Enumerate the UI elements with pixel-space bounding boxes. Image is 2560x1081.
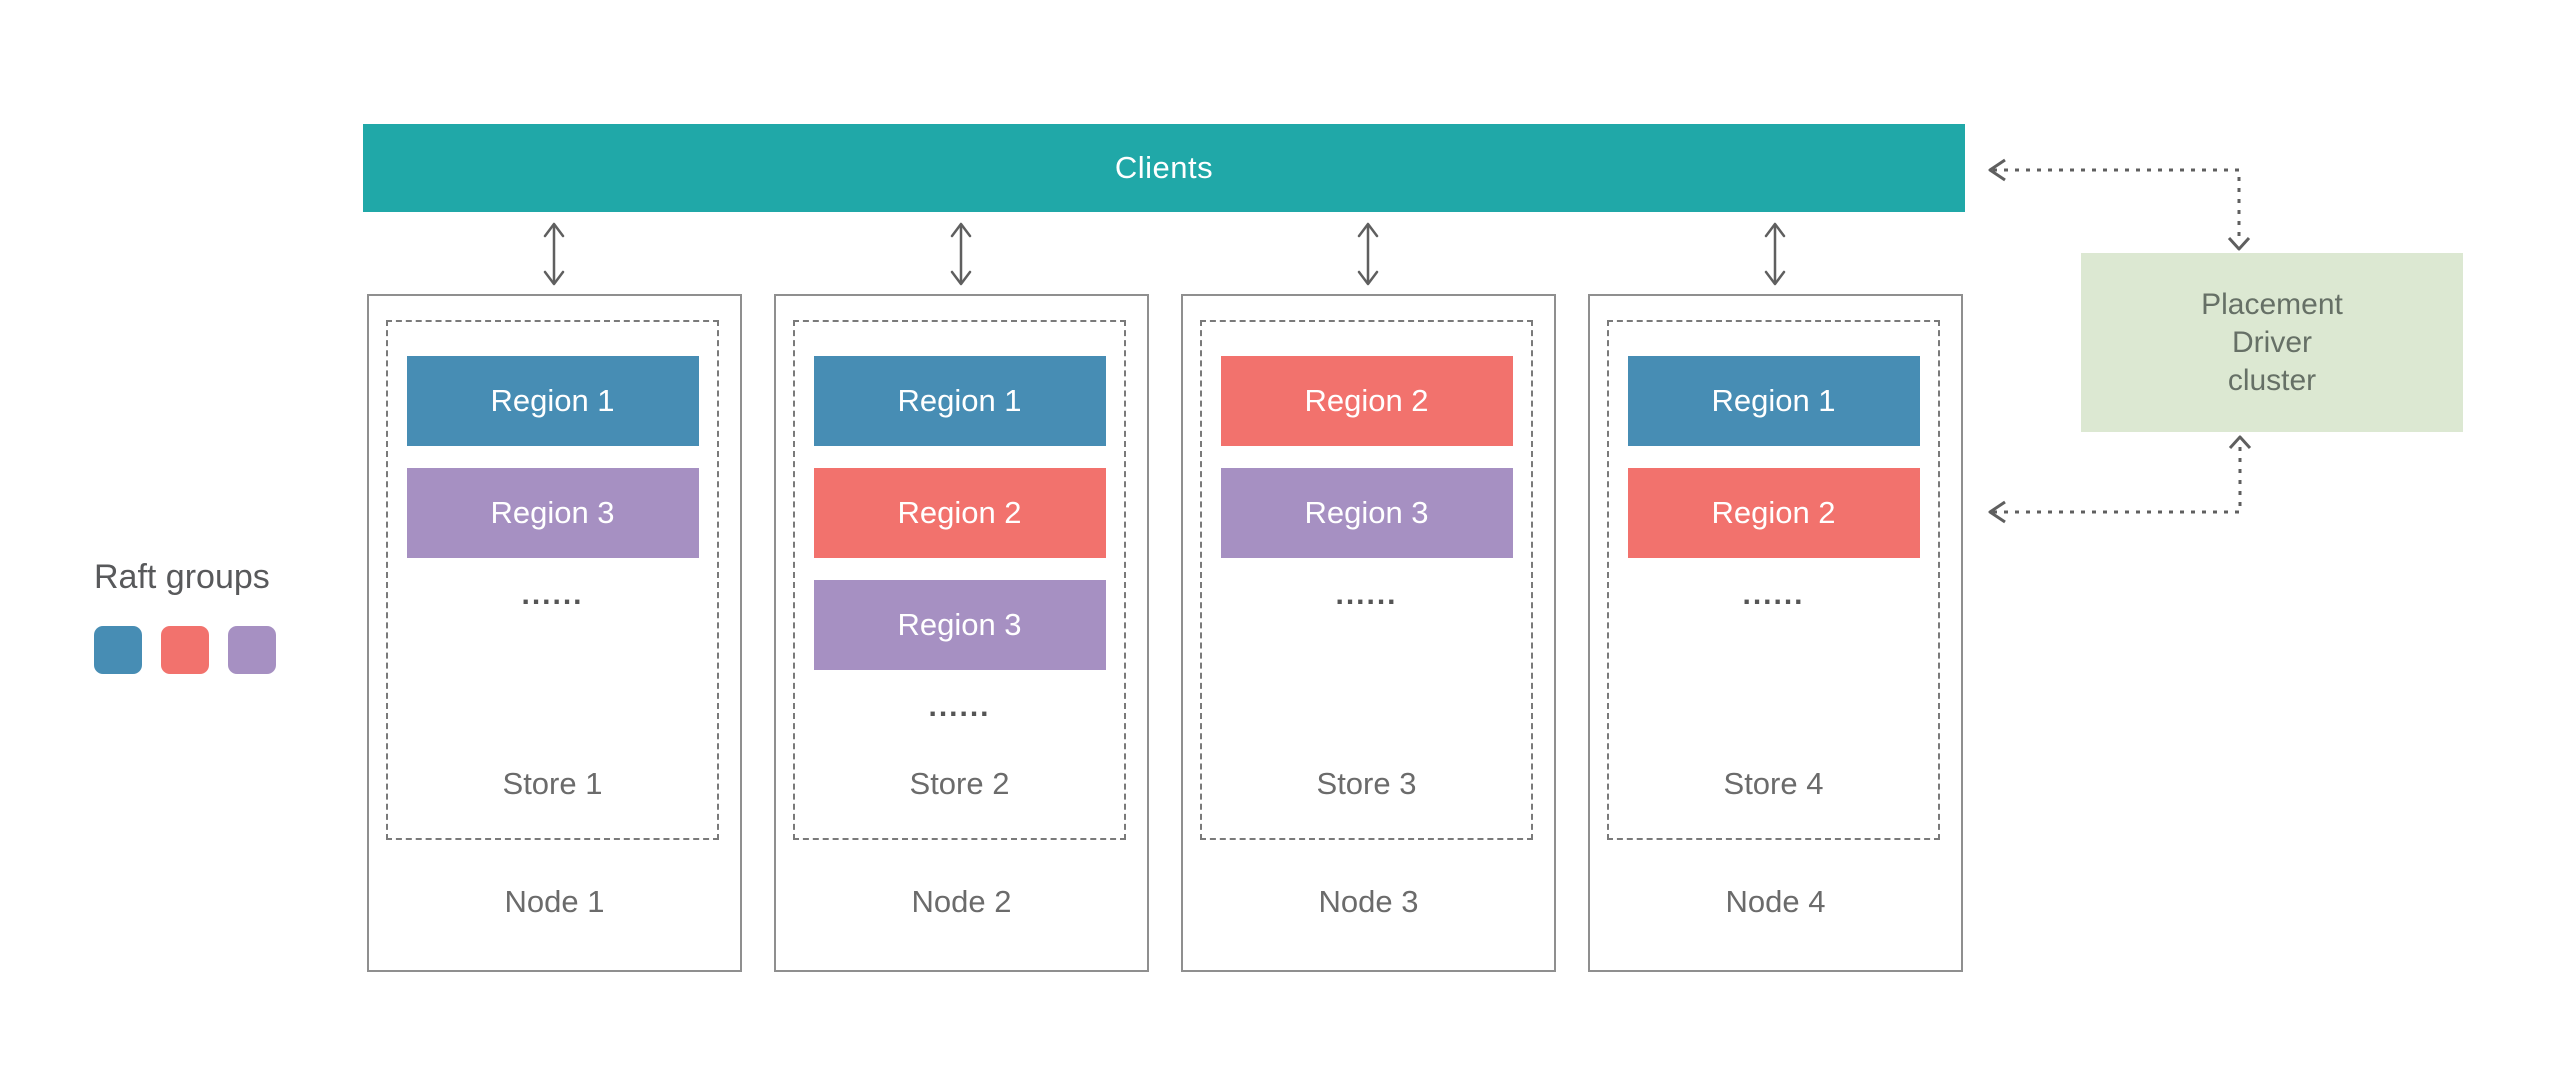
clients-node4-arrow-icon (1764, 222, 1786, 286)
store-label: Store 3 (1316, 766, 1417, 801)
node-3-box: Region 2 Region 3 ...... Store 3 Node 3 (1181, 294, 1556, 972)
store-label: Store 1 (502, 766, 603, 801)
node-label: Node 3 (1318, 884, 1419, 919)
raft-groups-legend: Raft groups (94, 558, 276, 674)
clients-pd-connector-icon (1988, 158, 2251, 251)
region-block: Region 2 (813, 468, 1106, 558)
raft-group-swatch-purple (228, 626, 276, 674)
store-label: Store 4 (1723, 766, 1824, 801)
region-block: Region 1 (406, 356, 699, 446)
node-label: Node 1 (504, 884, 605, 919)
region-block: Region 1 (1627, 356, 1920, 446)
legend-title: Raft groups (94, 558, 270, 596)
region-block: Region 3 (406, 468, 699, 558)
store-2-box: Region 1 Region 2 Region 3 ...... Store … (793, 320, 1126, 840)
clients-bar: Clients (363, 124, 1965, 212)
clients-node2-arrow-icon (950, 222, 972, 286)
raft-group-swatch-red (161, 626, 209, 674)
more-regions-ellipsis: ...... (1742, 578, 1805, 611)
more-regions-ellipsis: ...... (1335, 578, 1398, 611)
store-label: Store 2 (909, 766, 1010, 801)
region-block: Region 1 (813, 356, 1106, 446)
more-regions-ellipsis: ...... (521, 578, 584, 611)
placement-driver-box: Placement Driver cluster (2081, 253, 2463, 432)
node-label: Node 2 (911, 884, 1012, 919)
node-1-box: Region 1 Region 3 ...... Store 1 Node 1 (367, 294, 742, 972)
region-block: Region 2 (1627, 468, 1920, 558)
clients-node3-arrow-icon (1357, 222, 1379, 286)
node-label: Node 4 (1725, 884, 1826, 919)
region-block: Region 3 (1220, 468, 1513, 558)
clients-node1-arrow-icon (543, 222, 565, 286)
legend-swatches (94, 626, 276, 674)
node-4-box: Region 1 Region 2 ...... Store 4 Node 4 (1588, 294, 1963, 972)
node-2-box: Region 1 Region 2 Region 3 ...... Store … (774, 294, 1149, 972)
placement-driver-line-2: Driver (2232, 325, 2312, 359)
store-3-box: Region 2 Region 3 ...... Store 3 (1200, 320, 1533, 840)
raft-group-swatch-blue (94, 626, 142, 674)
clients-label: Clients (1114, 150, 1214, 185)
more-regions-ellipsis: ...... (928, 690, 991, 723)
nodes-pd-connector-icon (1988, 435, 2252, 524)
region-block: Region 2 (1220, 356, 1513, 446)
store-1-box: Region 1 Region 3 ...... Store 1 (386, 320, 719, 840)
placement-driver-line-1: Placement (2201, 287, 2343, 321)
region-block: Region 3 (813, 580, 1106, 670)
placement-driver-line-3: cluster (2227, 363, 2317, 397)
store-4-box: Region 1 Region 2 ...... Store 4 (1607, 320, 1940, 840)
